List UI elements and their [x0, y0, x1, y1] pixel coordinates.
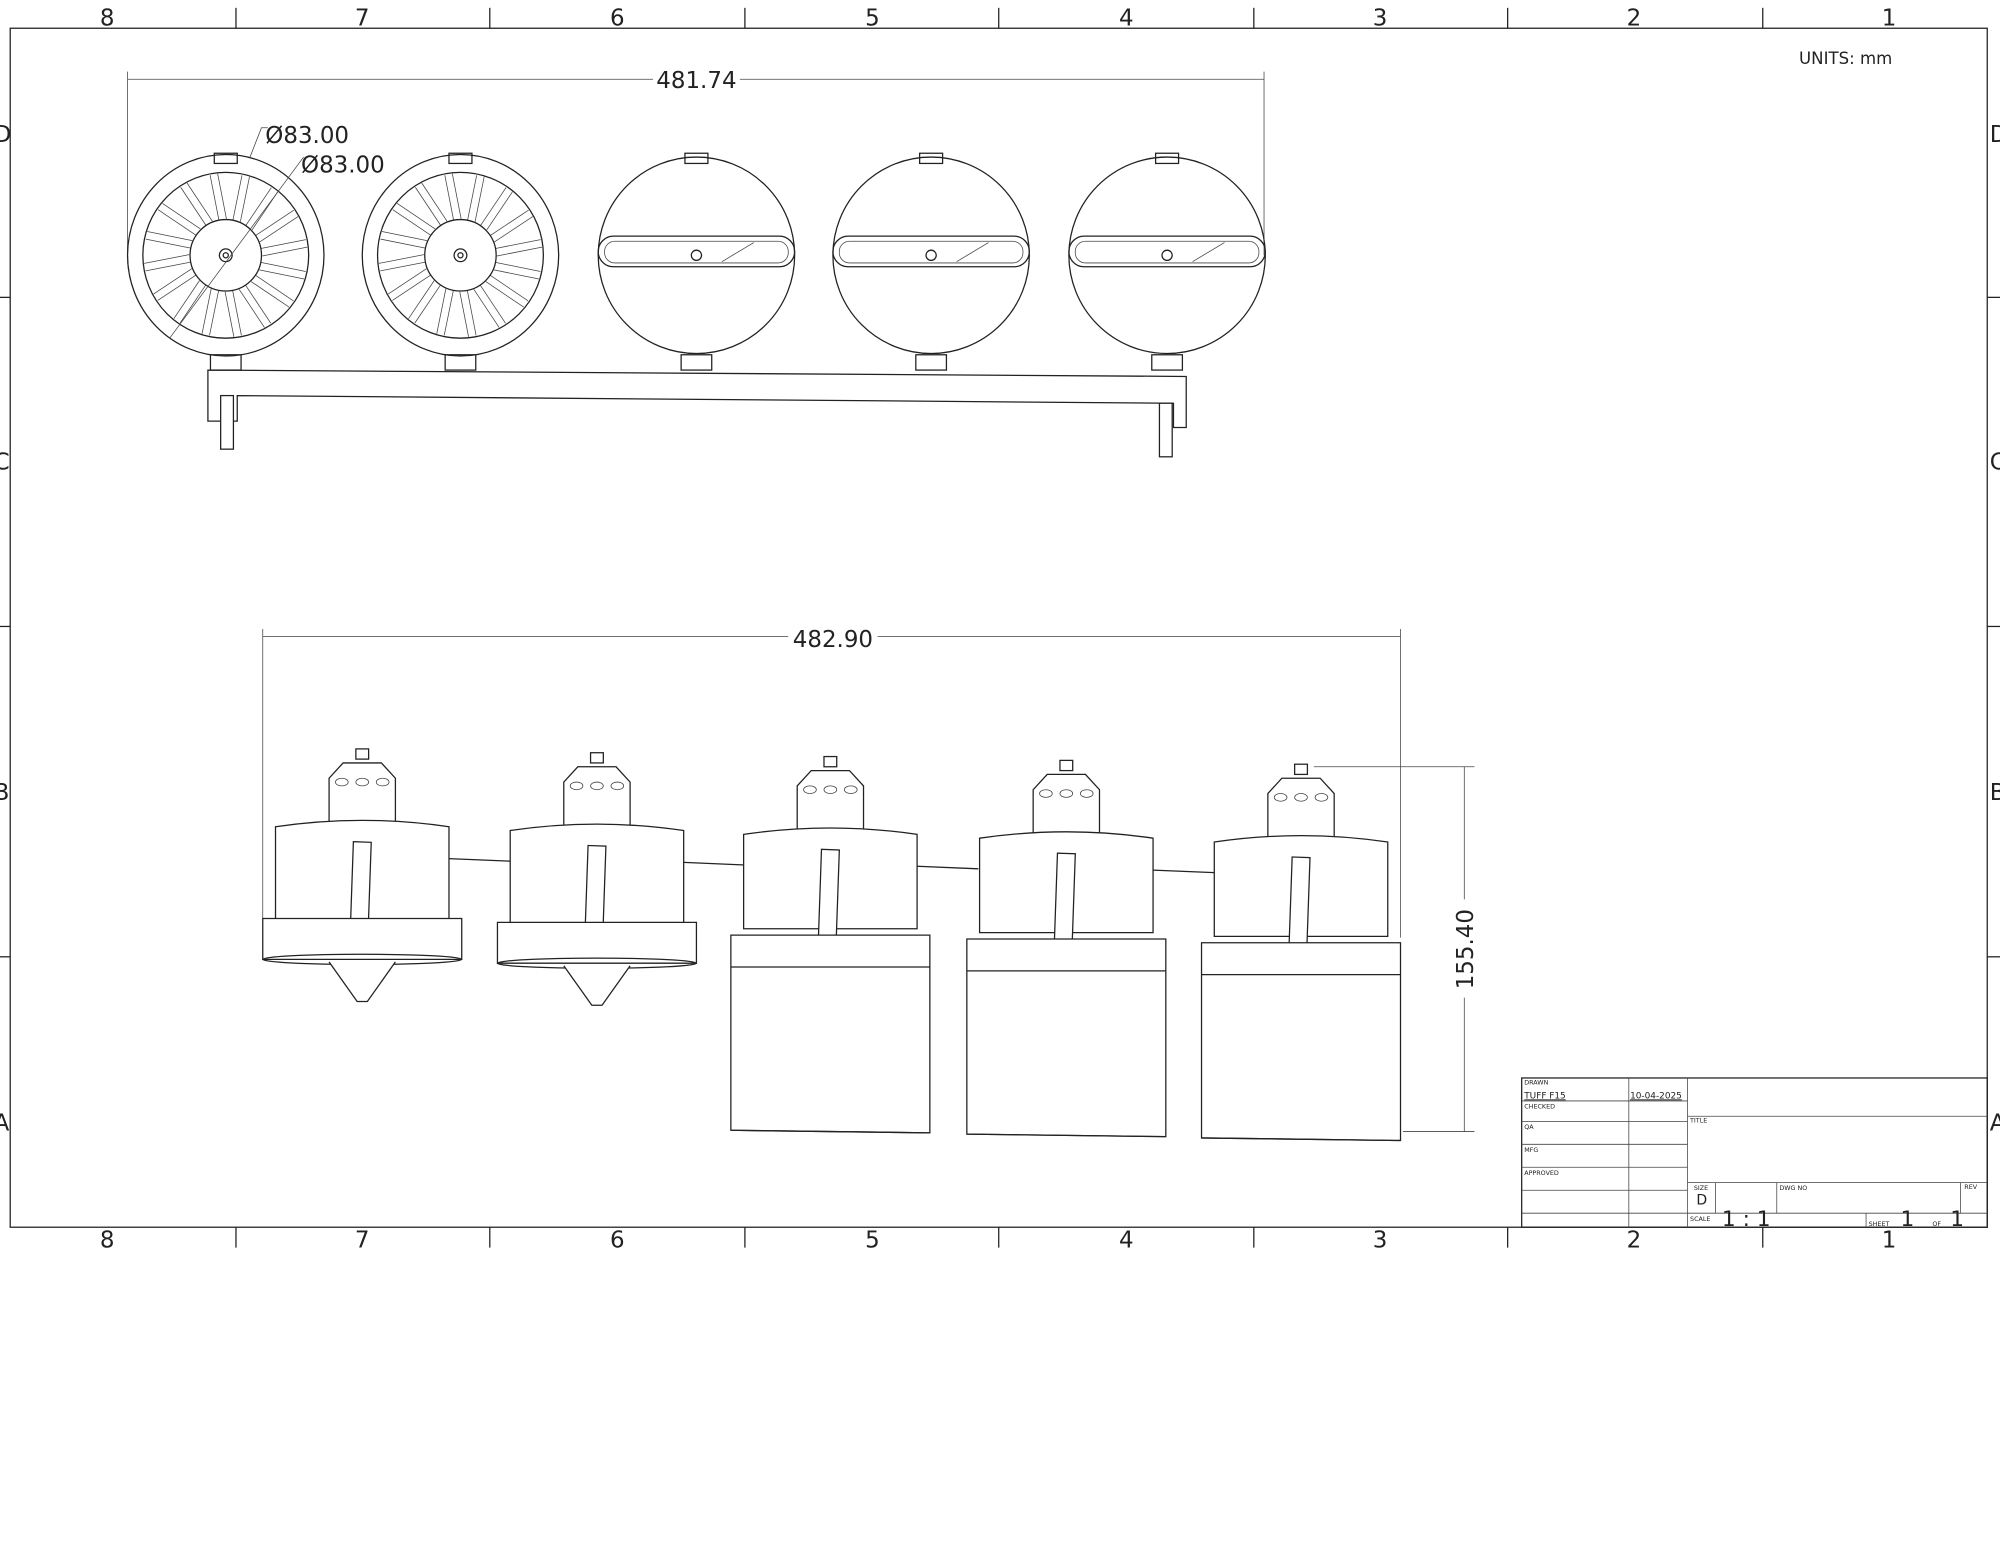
thruster-sphere-top [832, 152, 1030, 371]
dimension-481-74: 481.74 [656, 68, 736, 94]
column-label: 8 [100, 1228, 115, 1254]
thruster-sphere-top [597, 152, 796, 371]
title-block: DRAWN TUFF F15 10-04-2025 CHECKED QA MFG… [1521, 1077, 1988, 1232]
column-label: 6 [610, 6, 625, 32]
checked-label: CHECKED [1524, 1103, 1555, 1111]
thruster-front [730, 755, 979, 1134]
front-view: 482.90 155.40 [262, 627, 1479, 1142]
approved-label: APPROVED [1524, 1169, 1559, 1177]
sheet-label: SHEET [1869, 1220, 1890, 1228]
ducted-fan-top [126, 152, 325, 371]
ducted-fan-front [262, 748, 511, 1003]
thruster-front [1200, 763, 1402, 1142]
column-label: 1 [1882, 6, 1897, 32]
column-label: 2 [1627, 6, 1642, 32]
ducted-fan-top [361, 152, 560, 371]
row-label: D [1990, 122, 2000, 148]
of-value: 1 [1950, 1207, 1964, 1232]
mfg-label: MFG [1524, 1146, 1538, 1154]
column-label: 3 [1373, 6, 1388, 32]
dimension-155-40: 155.40 [1453, 909, 1479, 989]
drawn-by: TUFF F15 [1523, 1091, 1565, 1101]
scale-value: 1 : 1 [1722, 1207, 1771, 1232]
diameter-dimension-1: Ø83.00 [265, 123, 349, 149]
column-label: 4 [1119, 6, 1134, 32]
column-label: 8 [100, 6, 115, 32]
qa-label: QA [1524, 1123, 1534, 1131]
row-label: C [0, 450, 10, 476]
row-label: B [1990, 780, 2000, 806]
mounting-bracket [207, 369, 1187, 458]
row-label: B [0, 780, 9, 806]
drawn-label: DRAWN [1524, 1078, 1548, 1086]
dwg-no-label: DWG NO [1779, 1184, 1807, 1192]
column-label: 2 [1627, 1228, 1642, 1254]
column-label: 4 [1119, 1228, 1134, 1254]
column-label: 5 [865, 6, 880, 32]
size-value: D [1696, 1192, 1707, 1208]
ducted-fan-front [496, 752, 745, 1006]
dimension-width-top: 481.74 [127, 68, 1265, 256]
rev-label: REV [1964, 1183, 1977, 1191]
column-label: 7 [355, 6, 370, 32]
dimension-height-front: 155.40 [1313, 766, 1479, 1132]
diameter-dimension-2: Ø83.00 [301, 152, 385, 178]
of-label: OF [1932, 1220, 1941, 1228]
top-view: 481.74 Ø83.00 Ø83.00 [126, 68, 1266, 458]
dimension-width-front: 482.90 [262, 627, 1401, 938]
thruster-front [966, 759, 1215, 1138]
dimension-482-90: 482.90 [793, 627, 873, 653]
row-label: D [0, 122, 11, 148]
row-label: A [0, 1110, 10, 1136]
column-label: 7 [355, 1228, 370, 1254]
row-label: A [1990, 1110, 2000, 1136]
column-label: 1 [1882, 1228, 1897, 1254]
drawn-date: 10-04-2025 [1630, 1091, 1682, 1101]
thruster-sphere-top [1068, 152, 1266, 371]
column-label: 3 [1373, 1228, 1388, 1254]
scale-label: SCALE [1690, 1215, 1710, 1223]
units-note: UNITS: mm [1799, 49, 1892, 68]
row-label: C [1990, 450, 2000, 476]
zone-rulers: 8877665544332211DDCCBBAA [0, 6, 2000, 1254]
size-label: SIZE [1694, 1184, 1708, 1192]
sheet-value: 1 [1901, 1207, 1915, 1232]
column-label: 6 [610, 1228, 625, 1254]
column-label: 5 [865, 1228, 880, 1254]
title-label: TITLE [1689, 1117, 1707, 1125]
